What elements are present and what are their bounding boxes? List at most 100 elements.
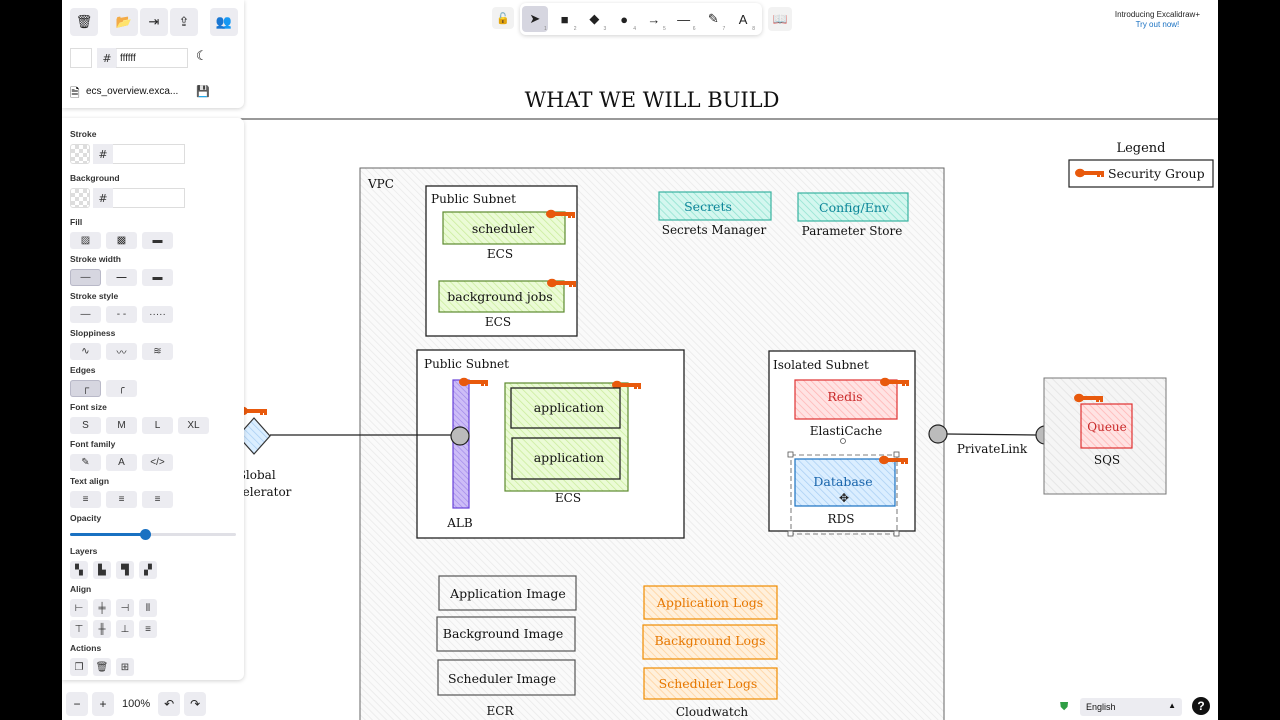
background-logs-box[interactable] [642, 624, 778, 660]
delete-icon[interactable]: 🗑 [93, 658, 111, 676]
selection-handle-tr[interactable] [893, 451, 900, 458]
bring-to-front-icon[interactable]: ▞ [139, 561, 157, 579]
save-file-icon[interactable]: 💾 [196, 85, 210, 98]
draw-tool[interactable]: ✎7 [701, 6, 727, 32]
application-image-label[interactable]: Application Image [449, 586, 566, 601]
fill-hachure-icon[interactable]: ▨ [70, 232, 101, 249]
elasticache-label[interactable]: ElastiCache [810, 424, 882, 438]
edges-round-icon[interactable]: ╭ [106, 380, 137, 397]
edges-sharp-icon[interactable]: ┌ [70, 380, 101, 397]
ecs-label-3[interactable]: ECS [555, 491, 581, 505]
trash-icon[interactable]: 🗑 [70, 8, 98, 36]
distribute-vertical-icon[interactable]: ≡ [139, 620, 157, 638]
diagram-title[interactable]: WHAT WE WILL BUILD [525, 88, 780, 112]
rds-label[interactable]: RDS [828, 512, 855, 526]
ecs-label-2[interactable]: ECS [485, 315, 511, 329]
distribute-horizontal-icon[interactable]: ⫴ [139, 599, 157, 617]
diamond-tool[interactable]: ◆3 [582, 6, 608, 32]
promo-title[interactable]: Introducing Excalidraw+ [1114, 10, 1200, 19]
selection-handle-tl[interactable] [787, 451, 794, 458]
scheduler-image-label[interactable]: Scheduler Image [448, 671, 556, 686]
application-label-1[interactable]: application [534, 400, 605, 415]
global-label-1[interactable]: Global [236, 468, 275, 482]
application-logs-label[interactable]: Application Logs [656, 595, 763, 610]
legend-item-label[interactable]: Security Group [1108, 166, 1205, 181]
redis-label[interactable]: Redis [827, 389, 862, 404]
group-icon[interactable]: ⊞ [116, 658, 134, 676]
promo-link[interactable]: Try out now! [1135, 20, 1180, 29]
alb-endpoint-circle[interactable] [450, 426, 470, 446]
selection-handle-bl[interactable] [787, 530, 794, 537]
fill-crosshatch-icon[interactable]: ▩ [106, 232, 137, 249]
queue-label[interactable]: Queue [1087, 420, 1127, 434]
redis-box[interactable] [794, 379, 898, 420]
secrets-label[interactable]: Secrets [684, 199, 732, 214]
scheduler-logs-label[interactable]: Scheduler Logs [659, 676, 758, 691]
align-center-icon[interactable]: ≡ [106, 491, 137, 508]
ecs-label-1[interactable]: ECS [487, 247, 513, 261]
vpc-label[interactable]: VPC [367, 177, 394, 191]
rectangle-tool[interactable]: ■2 [552, 6, 578, 33]
stroke-dotted-icon[interactable]: ····· [142, 306, 173, 323]
scheduler-box[interactable] [442, 211, 566, 245]
database-box[interactable] [794, 458, 896, 507]
collaborate-icon[interactable]: 👥 [210, 8, 238, 36]
background-image-box[interactable] [436, 616, 576, 652]
config-env-label[interactable]: Config/Env [819, 200, 890, 215]
scheduler-image-box[interactable] [437, 659, 576, 696]
sqs-label[interactable]: SQS [1094, 453, 1120, 467]
line-tool[interactable]: —6 [671, 6, 697, 33]
sqs-box[interactable] [1043, 377, 1167, 495]
stroke-solid-icon[interactable]: — [70, 306, 101, 323]
secrets-manager-label[interactable]: Secrets Manager [662, 223, 767, 237]
background-hex-input[interactable] [113, 188, 185, 208]
opacity-slider[interactable] [70, 527, 236, 541]
database-label[interactable]: Database [813, 474, 872, 489]
export-icon[interactable]: ⇪ [170, 8, 198, 36]
application-box-1[interactable] [510, 387, 621, 429]
send-to-back-icon[interactable]: ▚ [70, 561, 88, 579]
drawing-canvas[interactable]: WHAT WE WILL BUILD Legend Security Group… [62, 0, 1218, 720]
parameter-store-label[interactable]: Parameter Store [802, 224, 903, 238]
queue-box[interactable] [1080, 403, 1133, 449]
background-jobs-label[interactable]: background jobs [447, 289, 552, 304]
duplicate-icon[interactable]: ❐ [70, 658, 88, 676]
align-right-edges-icon[interactable]: ⊣ [116, 599, 134, 617]
zoom-level[interactable]: 100% [122, 698, 151, 710]
stroke-extra-bold-icon[interactable]: ▬ [142, 269, 173, 286]
background-image-label[interactable]: Background Image [443, 626, 563, 641]
selection-tool[interactable]: ➤1 [522, 6, 548, 32]
redo-button[interactable]: ↷ [184, 692, 207, 716]
font-size-xl[interactable]: XL [178, 417, 209, 434]
application-image-box[interactable] [438, 575, 577, 611]
stroke-thin-icon[interactable]: — [70, 269, 101, 286]
help-icon[interactable]: ? [1192, 697, 1210, 715]
font-hand-drawn-icon[interactable]: ✎ [70, 454, 101, 471]
application-box-2[interactable] [511, 437, 621, 480]
opacity-slider-thumb[interactable] [139, 529, 151, 540]
undo-button[interactable]: ↶ [158, 692, 181, 716]
align-left-icon[interactable]: ≡ [70, 491, 101, 508]
file-name-label[interactable]: ecs_overview.exca... [86, 86, 179, 97]
privatelink-label[interactable]: PrivateLink [957, 442, 1028, 456]
align-vertical-center-icon[interactable]: ╫ [93, 620, 111, 638]
align-horizontal-center-icon[interactable]: ╪ [93, 599, 111, 617]
background-color-swatch[interactable] [70, 188, 90, 208]
cloudwatch-label[interactable]: Cloudwatch [676, 705, 749, 719]
open-folder-icon[interactable]: 📂 [110, 8, 138, 36]
font-size-m[interactable]: M [106, 417, 137, 434]
zoom-in-button[interactable]: + [92, 692, 114, 716]
bring-forward-icon[interactable]: ▜ [116, 561, 134, 579]
stroke-hex-input[interactable] [113, 144, 185, 164]
public-subnet-1-label[interactable]: Public Subnet [431, 192, 516, 206]
privatelink-start-circle[interactable] [928, 424, 948, 444]
stroke-bold-icon[interactable]: — [106, 269, 137, 286]
public-subnet-2-label[interactable]: Public Subnet [424, 357, 509, 371]
sloppiness-artist-icon[interactable]: 〰 [106, 343, 137, 360]
secrets-box[interactable] [658, 191, 772, 221]
align-bottom-icon[interactable]: ⊥ [116, 620, 134, 638]
send-backward-icon[interactable]: ▙ [93, 561, 111, 579]
canvas-bg-hex-input[interactable]: ffffff [116, 48, 188, 68]
lock-icon[interactable]: 🔓 [492, 7, 514, 29]
